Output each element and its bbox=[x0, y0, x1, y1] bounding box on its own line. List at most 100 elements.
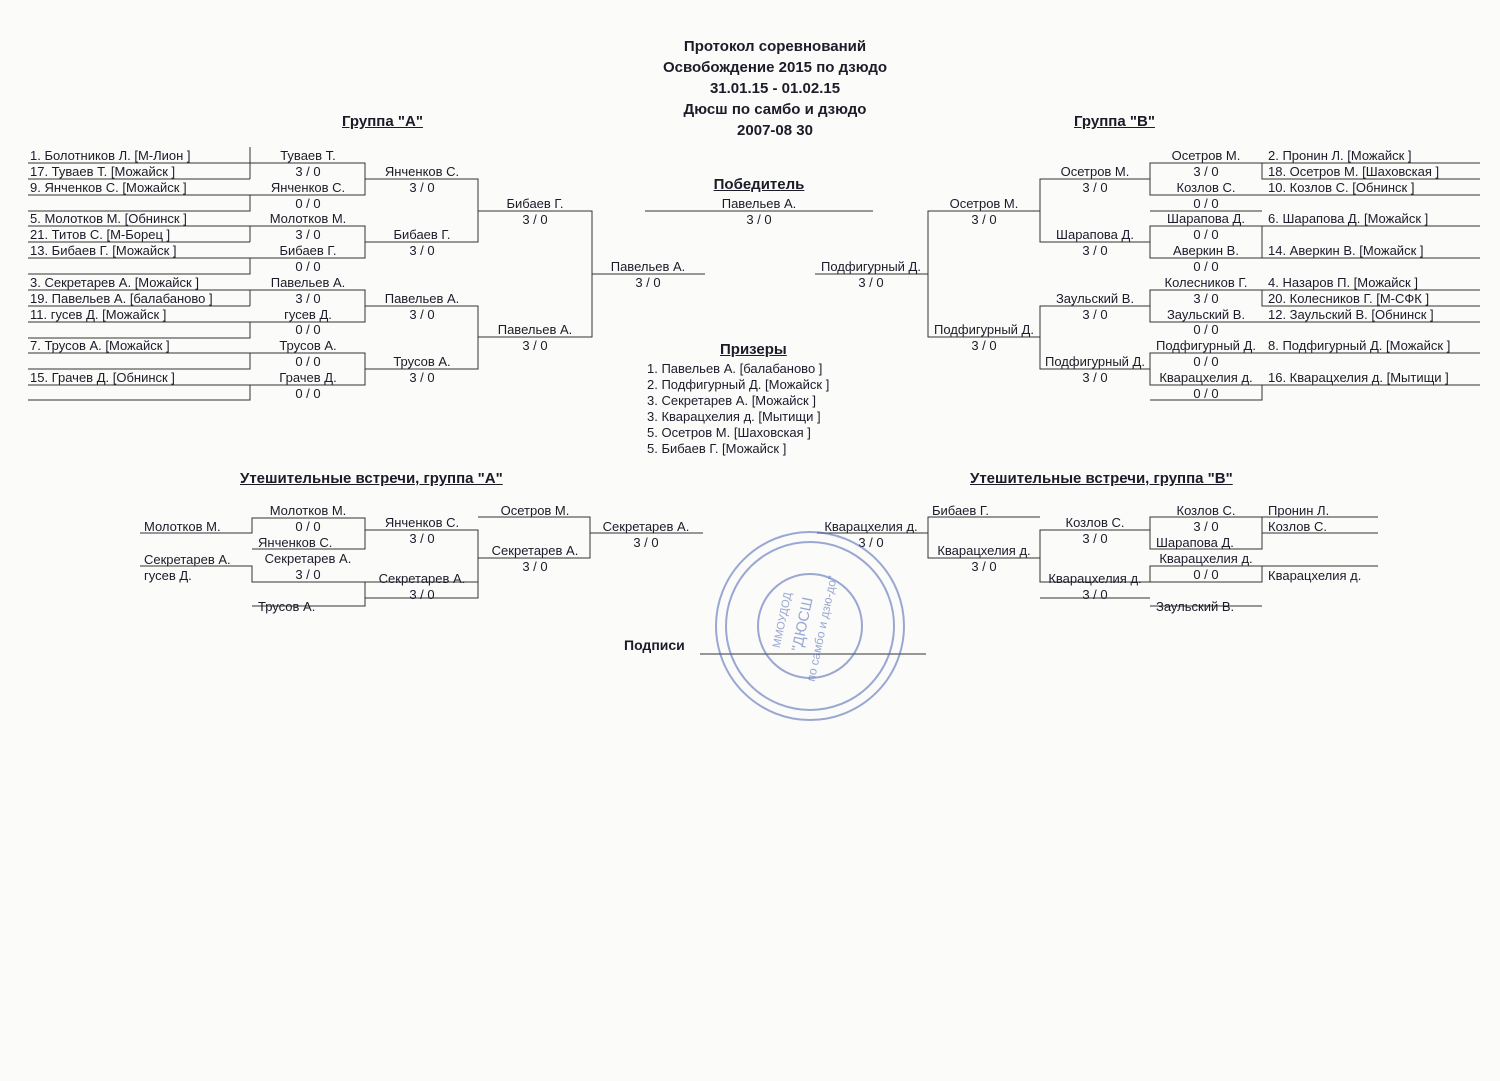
b-r1-name: Козлов С. bbox=[1176, 180, 1236, 195]
consolation-b-title: Утешительные встречи, группа "В" bbox=[970, 470, 1233, 487]
a-r1-score: 0 / 0 bbox=[295, 259, 321, 274]
a-r1-score: 0 / 0 bbox=[295, 386, 321, 401]
cons-a-final-name: Секретарев А. bbox=[602, 519, 690, 534]
cons-a-m2-name: Секретарев А. bbox=[264, 551, 352, 566]
a-r2-name: Трусов А. bbox=[393, 354, 451, 369]
entry-a: 9. Янченков С. [Можайск ] bbox=[30, 180, 187, 195]
a-final-name: Павельев А. bbox=[610, 259, 686, 274]
b-r2-score: 3 / 0 bbox=[1082, 370, 1108, 385]
b-r2-name: Шарапова Д. bbox=[1056, 227, 1134, 242]
prizes-title: Призеры bbox=[720, 341, 787, 358]
b-r3-name: Осетров М. bbox=[949, 196, 1019, 211]
title-line: Дюсш по самбо и дзюдо bbox=[683, 101, 867, 118]
b-r1-name: Заульский В. bbox=[1166, 307, 1246, 322]
b-r1-score: 0 / 0 bbox=[1193, 227, 1219, 242]
b-r1-score: 0 / 0 bbox=[1193, 196, 1219, 211]
title-line: 2007-08 30 bbox=[737, 122, 813, 139]
entry-b: 10. Козлов С. [Обнинск ] bbox=[1268, 180, 1415, 195]
b-r1-score: 0 / 0 bbox=[1193, 386, 1219, 401]
cons-a-r3-top: Осетров М. bbox=[500, 503, 570, 518]
cons-b-r2a-score: 3 / 0 bbox=[1082, 531, 1108, 546]
b-r1-score: 3 / 0 bbox=[1193, 291, 1219, 306]
b-r3-score: 3 / 0 bbox=[971, 212, 997, 227]
cons-b-final-name: Кварацхелия д. bbox=[824, 519, 918, 534]
cons-b-m1-score: 3 / 0 bbox=[1193, 519, 1219, 534]
cons-a-m2-below: Трусов А. bbox=[258, 599, 316, 614]
entry-b: 14. Аверкин В. [Можайск ] bbox=[1268, 243, 1424, 258]
a-r2-name: Павельев А. bbox=[384, 291, 460, 306]
entry-a: 1. Болотников Л. [М-Лион ] bbox=[30, 148, 191, 163]
a-r1-name: Молотков М. bbox=[269, 211, 347, 226]
cons-a-m2-score: 3 / 0 bbox=[295, 567, 321, 582]
cons-a-r3-score: 3 / 0 bbox=[522, 559, 548, 574]
winner-name: Павельев А. bbox=[721, 196, 797, 211]
entry-b: 18. Осетров М. [Шаховская ] bbox=[1268, 164, 1440, 179]
a-r2-score: 3 / 0 bbox=[409, 180, 435, 195]
entry-a: 13. Бибаев Г. [Можайск ] bbox=[30, 243, 177, 258]
a-r1-name: Грачев Д. bbox=[279, 370, 337, 385]
a-r1-score: 3 / 0 bbox=[295, 164, 321, 179]
cons-a-r2b-name: Секретарев А. bbox=[378, 571, 466, 586]
cons-b-m1-below: Шарапова Д. bbox=[1156, 535, 1234, 550]
a-r2-score: 3 / 0 bbox=[409, 370, 435, 385]
cons-b-r2b-name: Кварацхелия д. bbox=[1048, 571, 1142, 586]
prize-item: 1. Павельев А. [балабаново ] bbox=[647, 361, 823, 376]
b-r1-score: 3 / 0 bbox=[1193, 164, 1219, 179]
title-line: 31.01.15 - 01.02.15 bbox=[709, 80, 841, 97]
cons-b-m2-score: 0 / 0 bbox=[1193, 567, 1219, 582]
prize-item: 2. Подфигурный Д. [Можайск ] bbox=[647, 377, 830, 392]
protocol-title: Протокол соревнований Освобождение 2015 … bbox=[560, 36, 990, 141]
a-r3-score: 3 / 0 bbox=[522, 338, 548, 353]
a-r2-name: Янченков С. bbox=[384, 164, 460, 179]
b-r2-name: Осетров М. bbox=[1060, 164, 1130, 179]
cons-b-final-score: 3 / 0 bbox=[858, 535, 884, 550]
b-final-name: Подфигурный Д. bbox=[821, 259, 921, 274]
cons-a-left: Секретарев А. bbox=[144, 552, 231, 567]
title-line: Освобождение 2015 по дзюдо bbox=[662, 59, 888, 76]
a-r1-name: Туваев Т. bbox=[280, 148, 336, 163]
entry-b: 6. Шарапова Д. [Можайск ] bbox=[1268, 211, 1429, 226]
entry-a: 11. гусев Д. [Можайск ] bbox=[30, 307, 167, 322]
winner-score: 3 / 0 bbox=[746, 212, 772, 227]
title-line: Протокол соревнований bbox=[683, 38, 867, 55]
cons-a-r2a-name: Янченков С. bbox=[384, 515, 460, 530]
a-r2-score: 3 / 0 bbox=[409, 243, 435, 258]
a-r1-score: 3 / 0 bbox=[295, 227, 321, 242]
entry-a: 15. Грачев Д. [Обнинск ] bbox=[30, 370, 175, 385]
official-stamp: ММОУДОД "ДЮСШ по самбо и дзю-до" bbox=[715, 531, 905, 721]
prize-item: 5. Осетров М. [Шаховская ] bbox=[647, 425, 811, 440]
b-r1-name: Осетров М. bbox=[1171, 148, 1241, 163]
cons-b-m2-name: Кварацхелия д. bbox=[1159, 551, 1253, 566]
cons-b-r2b-score: 3 / 0 bbox=[1082, 587, 1108, 602]
entry-b: 20. Колесников Г. [М-СФК ] bbox=[1268, 291, 1430, 306]
a-r3-score: 3 / 0 bbox=[522, 212, 548, 227]
a-r1-score: 3 / 0 bbox=[295, 291, 321, 306]
a-final-score: 3 / 0 bbox=[635, 275, 661, 290]
b-r1-name: Колесников Г. bbox=[1164, 275, 1248, 290]
cons-a-m1-name: Молотков М. bbox=[269, 503, 347, 518]
signature-label: Подписи bbox=[624, 637, 685, 653]
a-r2-name: Бибаев Г. bbox=[393, 227, 451, 242]
cons-b-r3-score: 3 / 0 bbox=[971, 559, 997, 574]
cons-a-left: Молотков М. bbox=[144, 519, 221, 534]
a-r1-score: 0 / 0 bbox=[295, 322, 321, 337]
a-r3-name: Павельев А. bbox=[497, 322, 573, 337]
b-r2-score: 3 / 0 bbox=[1082, 180, 1108, 195]
a-r3-name: Бибаев Г. bbox=[506, 196, 564, 211]
cons-a-m1-below: Янченков С. bbox=[258, 535, 333, 550]
b-r1-score: 0 / 0 bbox=[1193, 322, 1219, 337]
cons-a-r3-name: Секретарев А. bbox=[491, 543, 579, 558]
b-r3-name: Подфигурный Д. bbox=[934, 322, 1034, 337]
entry-a: 3. Секретарев А. [Можайск ] bbox=[30, 275, 199, 290]
prize-item: 3. Кварацхелия д. [Мытищи ] bbox=[647, 409, 821, 424]
cons-a-r2a-score: 3 / 0 bbox=[409, 531, 435, 546]
entry-b: 8. Подфигурный Д. [Можайск ] bbox=[1268, 338, 1451, 353]
cons-b-m2-below: Заульский В. bbox=[1156, 599, 1235, 614]
entry-b: 16. Кварацхелия д. [Мытищи ] bbox=[1268, 370, 1449, 385]
cons-b-right: Кварацхелия д. bbox=[1268, 568, 1362, 583]
entry-a: 17. Туваев Т. [Можайск ] bbox=[30, 164, 176, 179]
cons-a-final-score: 3 / 0 bbox=[633, 535, 659, 550]
b-r1-name: Кварацхелия д. bbox=[1159, 370, 1253, 385]
a-r1-name: Павельев А. bbox=[270, 275, 346, 290]
